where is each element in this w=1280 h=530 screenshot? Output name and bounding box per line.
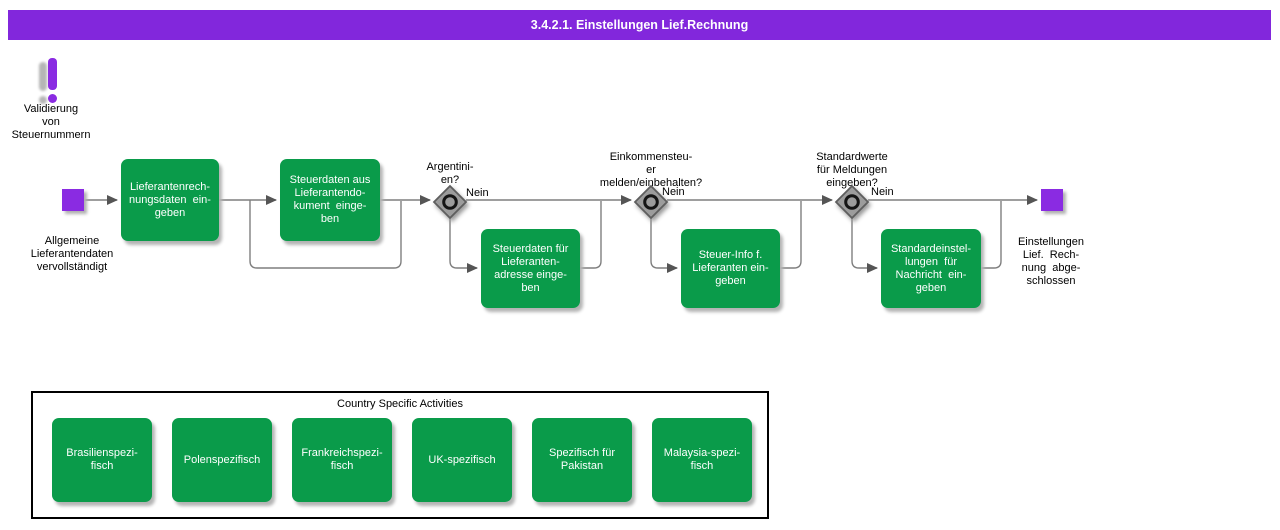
exclamation-shadow-bar: [39, 62, 47, 91]
gateway2-question: Einkommensteu- er melden/einbehalten?: [599, 151, 703, 189]
country-task-brasilien[interactable]: Brasilienspezi- fisch: [52, 418, 152, 502]
task-standardeinstellungen[interactable]: Standardeinstel- lungen für Nachricht ei…: [881, 229, 981, 308]
country-task-frankreich[interactable]: Frankreichspezi- fisch: [292, 418, 392, 502]
country-specific-panel: Country Specific Activities Brasilienspe…: [31, 391, 769, 519]
task-steuerdaten-dokument[interactable]: Steuerdaten aus Lieferantendo- kument ei…: [280, 159, 380, 241]
connector-task4-return: [780, 201, 802, 269]
gateway-diamond-icon: [432, 184, 468, 220]
gateway1-question: Argentini- en?: [426, 161, 474, 186]
validation-note-label: Validierung von Steuernummern: [11, 103, 91, 141]
gateway-einkommensteuer: [629, 180, 673, 224]
connector-gateway1-yes-to-task3: [449, 218, 478, 273]
country-task-polen[interactable]: Polenspezifisch: [172, 418, 272, 502]
task-steuer-info[interactable]: Steuer-Info f. Lieferanten ein- geben: [681, 229, 780, 308]
gateway-standardwerte: [830, 180, 874, 224]
exclamation-icon: [36, 56, 68, 106]
exclamation-bar: [48, 58, 57, 90]
gateway-circle: [442, 194, 458, 210]
gateway-diamond-icon: [834, 184, 870, 220]
start-event: [62, 189, 84, 211]
end-event-label: Einstellungen Lief. Rech- nung abge- sch…: [1017, 236, 1085, 287]
gateway-argentinien: [428, 180, 472, 224]
connector-gateway3-yes-to-task5: [851, 218, 878, 273]
country-task-uk[interactable]: UK-spezifisch: [412, 418, 512, 502]
gateway3-question: Standardwerte für Meldungen eingeben?: [816, 151, 888, 189]
gateway1-no-label: Nein: [466, 187, 489, 199]
end-event: [1041, 189, 1063, 211]
task-lieferantenrechnungsdaten[interactable]: Lieferantenrech- nungsdaten ein- geben: [121, 159, 219, 241]
gateway3-no-label: Nein: [871, 186, 894, 198]
diagram-title-bar: 3.4.2.1. Einstellungen Lief.Rechnung: [8, 10, 1271, 40]
gateway-circle: [844, 194, 860, 210]
diagram-title: 3.4.2.1. Einstellungen Lief.Rechnung: [530, 18, 749, 32]
connector-gateway2-yes-to-task4: [650, 218, 678, 273]
start-event-label: Allgemeine Lieferantendaten vervollständ…: [30, 235, 114, 273]
country-task-pakistan[interactable]: Spezifisch für Pakistan: [532, 418, 632, 502]
task-steuerdaten-adresse[interactable]: Steuerdaten für Lieferanten- adresse ein…: [481, 229, 580, 308]
exclamation-dot: [48, 94, 57, 103]
gateway2-no-label: Nein: [662, 186, 685, 198]
gateway-diamond-icon: [633, 184, 669, 220]
country-panel-title: Country Specific Activities: [337, 398, 463, 410]
connector-task3-return: [580, 201, 602, 269]
country-task-malaysia[interactable]: Malaysia-spezi- fisch: [652, 418, 752, 502]
exclamation-shadow-dot: [39, 96, 47, 104]
gateway-circle: [643, 194, 659, 210]
